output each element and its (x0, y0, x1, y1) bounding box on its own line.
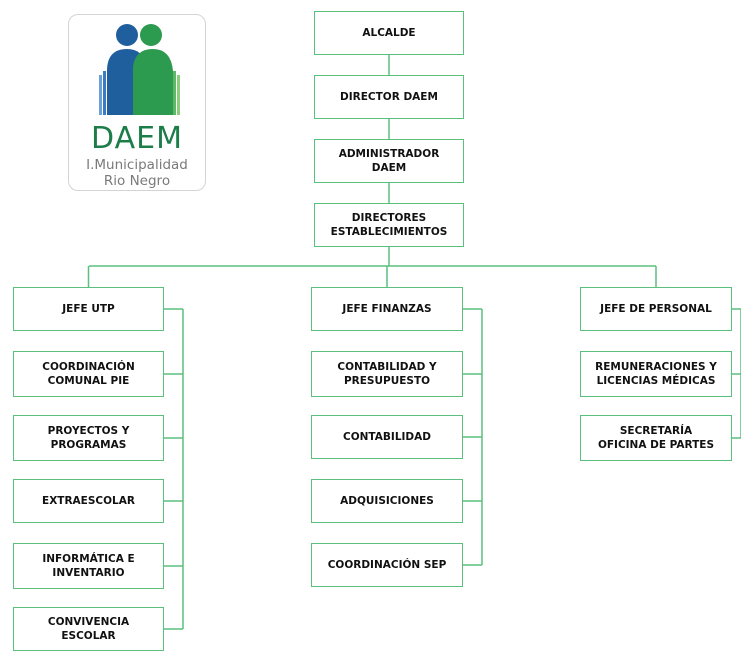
director-daem-box: DIRECTOR DAEM (314, 75, 464, 119)
jefe-personal-box: JEFE DE PERSONAL (580, 287, 732, 331)
unit-box: EXTRAESCOLAR (13, 479, 164, 523)
unit-box: REMUNERACIONES Y LICENCIAS MÉDICAS (580, 351, 732, 397)
directores-establecimientos-box: DIRECTORES ESTABLECIMIENTOS (314, 203, 464, 247)
administrador-daem-box: ADMINISTRADOR DAEM (314, 139, 464, 183)
unit-box: CONVIVENCIA ESCOLAR (13, 607, 164, 651)
logo-brand-text: DAEM (91, 121, 183, 156)
jefe-finanzas-box: JEFE FINANZAS (311, 287, 463, 331)
unit-box: CONTABILIDAD Y PRESUPUESTO (311, 351, 463, 397)
unit-box: SECRETARÍA OFICINA DE PARTES (580, 415, 732, 461)
alcalde-box: ALCALDE (314, 11, 464, 55)
logo-subtitle: I.Municipalidad Rio Negro (86, 157, 188, 189)
unit-box: INFORMÁTICA E INVENTARIO (13, 543, 164, 589)
jefe-utp-box: JEFE UTP (13, 287, 164, 331)
two-people-logo-icon (99, 24, 180, 115)
daem-logo: DAEM I.Municipalidad Rio Negro (68, 14, 206, 191)
unit-box: PROYECTOS Y PROGRAMAS (13, 415, 164, 461)
unit-box: ADQUISICIONES (311, 479, 463, 523)
unit-box: COORDINACIÓN COMUNAL PIE (13, 351, 164, 397)
unit-box: COORDINACIÓN SEP (311, 543, 463, 587)
unit-box: CONTABILIDAD (311, 415, 463, 459)
